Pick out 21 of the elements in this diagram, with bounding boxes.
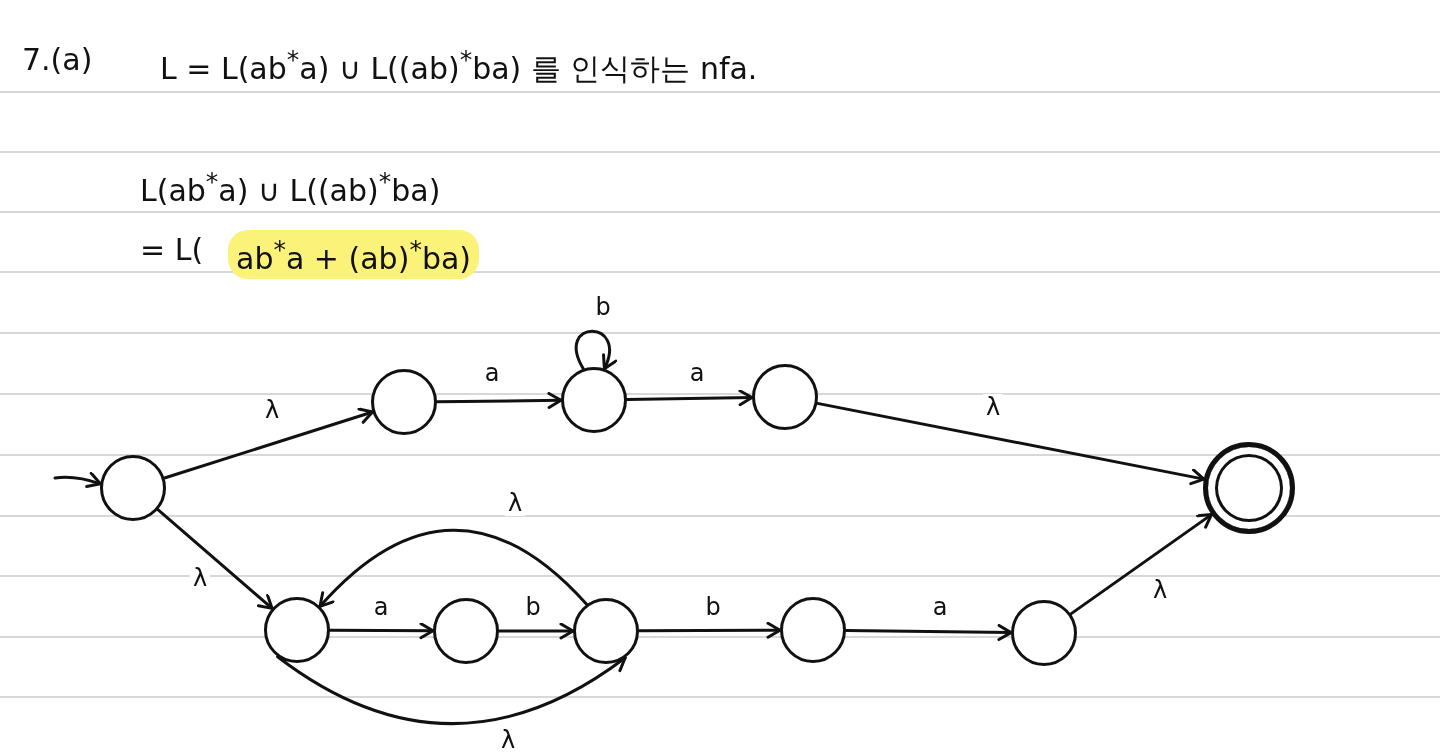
transition-arrow	[276, 655, 627, 726]
transition-arrow	[844, 623, 1013, 641]
transition-arrow	[435, 391, 563, 409]
state-circle	[264, 597, 330, 663]
transition-arrow	[328, 622, 435, 640]
edge-label: λ	[504, 490, 526, 516]
transition-arrow	[497, 622, 575, 640]
problem-number: 7.(a)	[22, 42, 93, 78]
transition-arrow	[156, 508, 274, 610]
transition-arrow	[637, 621, 782, 639]
transition-arrow	[318, 528, 589, 608]
formula: = L(	[140, 232, 204, 268]
transition-arrow	[815, 401, 1206, 486]
transition-arrow	[1069, 513, 1213, 616]
formula: L(ab$^{*}$a) ∪ L((ab)$^{*}$ba)	[140, 166, 441, 209]
transition-arrow	[53, 471, 102, 489]
highlighted-formula: ab$^{*}$a + (ab)$^{*}$ba)	[228, 230, 479, 279]
heading: L = L(ab$^{*}$a) ∪ L((ab)$^{*}$ba) 를 인식하는 nfa.	[160, 44, 758, 87]
transition-arrow	[574, 329, 617, 371]
transition-arrow	[163, 407, 374, 480]
transition-arrow	[625, 389, 754, 407]
